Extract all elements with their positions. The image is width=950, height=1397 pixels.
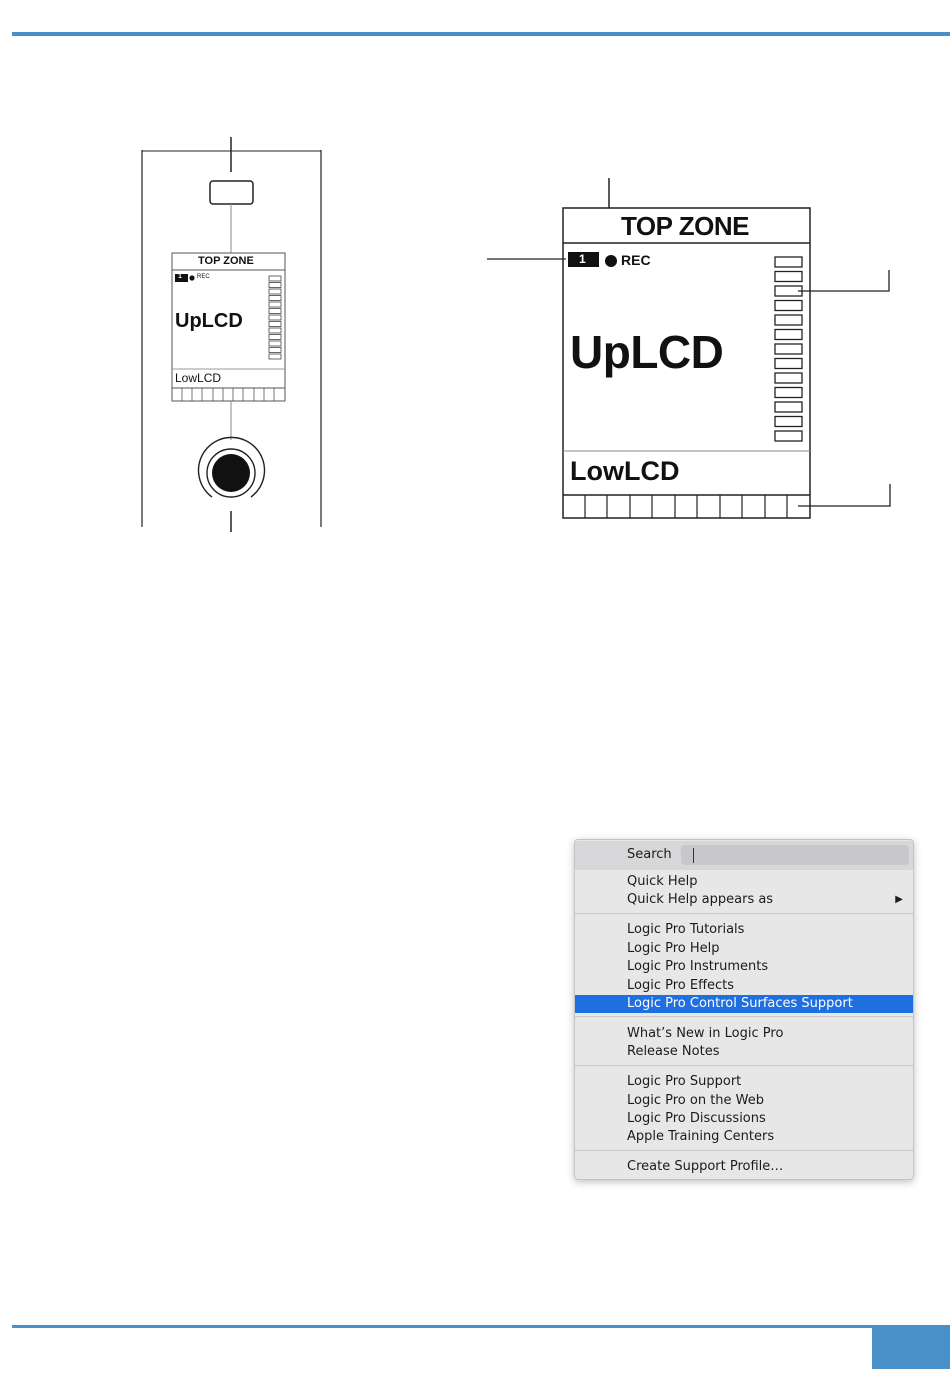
submenu-arrow-icon: ▶ — [895, 894, 903, 906]
large-meter — [774, 256, 803, 442]
menu-item[interactable]: Quick Help — [575, 873, 913, 891]
menu-item[interactable]: Logic Pro on the Web — [575, 1092, 913, 1110]
small-uplcd-label: UpLCD — [175, 310, 243, 332]
menu-item[interactable]: Logic Pro Control Surfaces Support — [575, 994, 913, 1013]
select-button-shape — [209, 180, 254, 205]
menu-item[interactable]: Logic Pro Discussions — [575, 1110, 913, 1128]
menu-search-input[interactable] — [681, 845, 909, 865]
large-rec-label: REC — [621, 252, 651, 268]
header-rule — [12, 32, 950, 36]
menu-item[interactable]: Logic Pro Effects — [575, 977, 913, 995]
menu-separator — [575, 912, 913, 914]
menu-item-label: Apple Training Centers — [627, 1129, 775, 1145]
menu-item[interactable]: Logic Pro Help — [575, 940, 913, 958]
menu-separator — [575, 1149, 913, 1151]
menu-separator — [575, 1016, 913, 1018]
footer-rule — [12, 1325, 950, 1328]
menu-item-label: Logic Pro Tutorials — [627, 922, 745, 938]
menu-item-label: Logic Pro Support — [627, 1074, 742, 1090]
encoder-knob-icon — [197, 436, 266, 498]
channel-strip-diagram — [141, 137, 891, 532]
large-uplcd-label: UpLCD — [570, 326, 724, 378]
large-bottom-segments — [584, 495, 788, 518]
large-lowlcd-label: LowLCD — [570, 456, 680, 486]
menu-search-row: Search — [575, 841, 913, 870]
menu-item[interactable]: Logic Pro Instruments — [575, 958, 913, 976]
menu-item[interactable]: Quick Help appears as ▶ — [575, 891, 913, 909]
small-channel-number: 1 — [178, 273, 182, 280]
large-lcd-frame — [562, 207, 811, 519]
menu-item-label: Logic Pro Instruments — [627, 959, 769, 975]
menu-item-label: Logic Pro Help — [627, 940, 720, 956]
menu-item[interactable]: Apple Training Centers — [575, 1128, 913, 1146]
menu-item-label: What’s New in Logic Pro — [627, 1025, 784, 1041]
menu-search-label: Search — [627, 847, 672, 862]
small-lowlcd-label: LowLCD — [175, 371, 222, 385]
menu-item[interactable]: Release Notes — [575, 1043, 913, 1061]
menu-item-label: Logic Pro Control Surfaces Support — [627, 995, 853, 1011]
menu-item-label: Quick Help — [627, 874, 698, 889]
small-meter — [268, 275, 282, 360]
menu-item-label: Logic Pro on the Web — [627, 1092, 765, 1108]
menu-item-label: Quick Help appears as — [627, 892, 774, 908]
large-top-zone-label: TOP ZONE — [621, 211, 749, 241]
small-rec-label: REC — [197, 274, 210, 280]
small-top-zone-label: TOP ZONE — [198, 255, 254, 267]
menu-item[interactable]: What’s New in Logic Pro — [575, 1025, 913, 1043]
menu-item[interactable]: Create Support Profile… — [575, 1158, 913, 1176]
menu-item-label: Logic Pro Effects — [627, 977, 735, 993]
text-caret — [693, 848, 694, 863]
menu-separator — [575, 1064, 913, 1066]
large-channel-number: 1 — [579, 252, 586, 266]
menu-item-label: Release Notes — [627, 1044, 720, 1060]
menu-item-label: Create Support Profile… — [627, 1159, 784, 1175]
page-number-tab — [872, 1328, 950, 1369]
menu-item[interactable]: Logic Pro Support — [575, 1073, 913, 1091]
menu-item-label: Logic Pro Discussions — [627, 1110, 766, 1126]
small-bottom-segments — [181, 388, 275, 401]
menu-item[interactable]: Logic Pro Tutorials — [575, 921, 913, 939]
